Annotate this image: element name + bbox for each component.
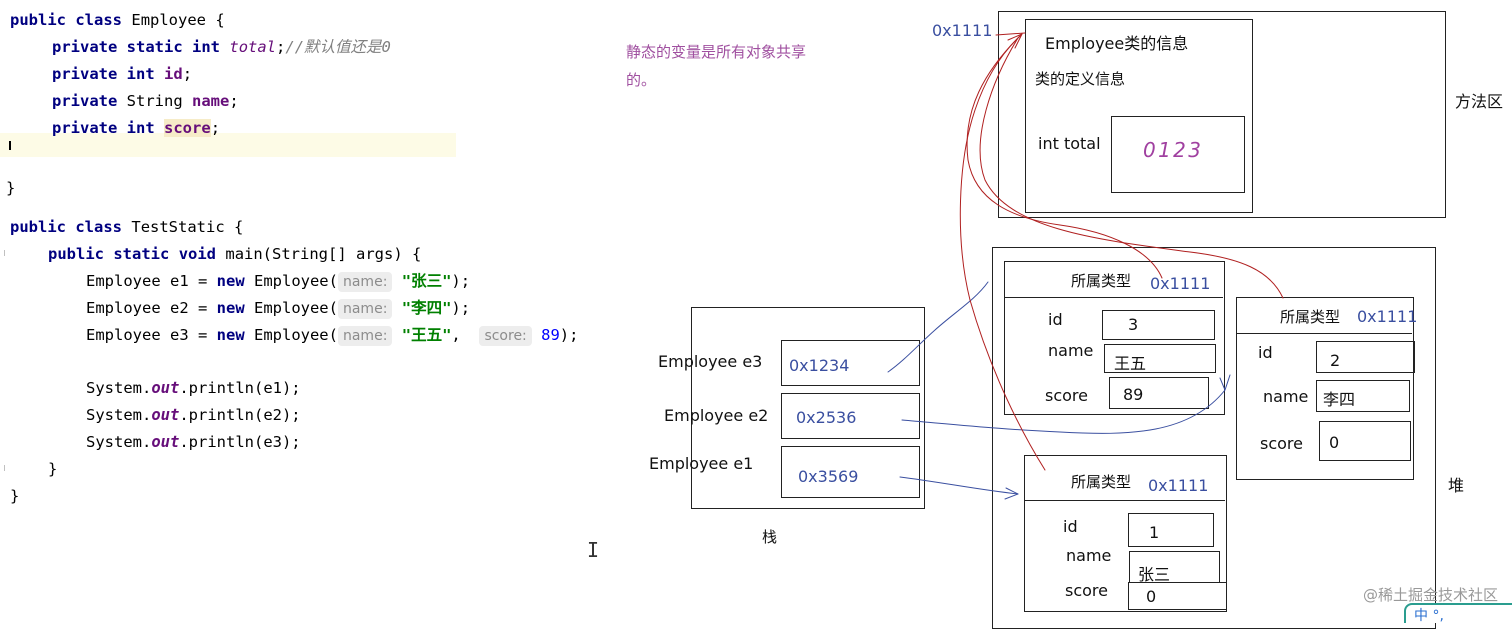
field-total: private static int total;//默认值还是0 xyxy=(52,38,391,56)
field-name: private String name; xyxy=(52,92,239,110)
println-e1: System.out.println(e1); xyxy=(86,379,301,397)
field-name-value: 李四 xyxy=(1323,390,1356,409)
text-caret xyxy=(9,141,11,150)
main-method-close: } xyxy=(48,460,58,478)
field-id-value: 2 xyxy=(1330,351,1341,370)
heap-object-zhangsan xyxy=(1024,455,1227,612)
static-total-cell xyxy=(1111,116,1245,193)
object-type-label: 所属类型 xyxy=(1280,308,1341,326)
text-cursor-icon: I xyxy=(587,538,600,562)
heap-object-wangwu xyxy=(1004,261,1225,415)
field-name-label: name xyxy=(1066,546,1112,565)
code-editor[interactable]: public class Employee { private static i… xyxy=(0,0,600,623)
param-hint: name: xyxy=(337,326,393,346)
arrow-e1-to-zhangsan xyxy=(899,476,1019,495)
field-score-label: score xyxy=(1045,386,1088,405)
field-name-label: name xyxy=(1263,387,1309,406)
field-score-value: 0 xyxy=(1329,433,1340,452)
field-name-label: name xyxy=(1048,341,1094,360)
stack-cell-e1 xyxy=(781,446,920,498)
field-score: private int score; xyxy=(52,119,221,137)
object-type-label: 所属类型 xyxy=(1071,272,1132,290)
arrow-e2-to-lisi xyxy=(901,389,1226,434)
field-score-value: 89 xyxy=(1123,385,1144,404)
field-id-value: 1 xyxy=(1149,523,1160,542)
method-area-box xyxy=(998,11,1446,218)
new-employee-e1: Employee e1 = new Employee(name: "张三"); xyxy=(86,272,471,292)
fold-marker[interactable] xyxy=(4,250,11,256)
field-score-cell xyxy=(1109,377,1209,409)
ime-indicator[interactable]: 中 °, xyxy=(1404,603,1512,624)
field-id-label: id xyxy=(1063,517,1078,536)
field-name-cell xyxy=(1104,344,1216,373)
stack-cell-e3 xyxy=(781,340,920,386)
param-hint: score: xyxy=(479,326,532,346)
object-type-address: 0x1111 xyxy=(1357,307,1418,326)
watermark: @稀土掘金技术社区 xyxy=(1362,586,1498,604)
object-divider xyxy=(1236,333,1412,334)
println-e3: System.out.println(e3); xyxy=(86,433,301,451)
method-area-address: 0x1111 xyxy=(932,21,993,40)
field-id-cell xyxy=(1316,341,1415,373)
param-hint: name: xyxy=(337,299,393,319)
fold-marker[interactable] xyxy=(4,465,11,471)
field-id-cell xyxy=(1128,513,1214,547)
employee-class-close: } xyxy=(6,179,16,197)
stack-var-e2: Employee e2 xyxy=(664,406,769,425)
teststatic-class-close: } xyxy=(10,487,20,505)
heap-label: 堆 xyxy=(1448,476,1465,495)
stack-var-e1: Employee e1 xyxy=(649,454,754,473)
employee-class-decl: public class Employee { xyxy=(10,11,225,29)
current-line-highlight xyxy=(0,133,456,157)
field-id-label: id xyxy=(1048,310,1063,329)
static-note: 静态的变量是所有对象共享的。 xyxy=(626,43,807,89)
static-total-value: 0 1 2 3 xyxy=(1143,138,1201,162)
teststatic-class-decl: public class TestStatic { xyxy=(10,218,244,236)
field-score-label: score xyxy=(1260,434,1303,453)
stack-label: 栈 xyxy=(762,528,778,546)
field-id-cell xyxy=(1102,310,1215,340)
class-info-title: Employee类的信息 xyxy=(1045,34,1189,53)
heap-object-lisi xyxy=(1236,297,1414,480)
new-employee-e3: Employee e3 = new Employee(name: "王五", s… xyxy=(86,326,579,346)
arrow-zhangsan-type xyxy=(959,35,1046,471)
arrow-wangwu-type xyxy=(966,33,1163,279)
field-score-cell xyxy=(1128,582,1227,610)
new-employee-e2: Employee e2 = new Employee(name: "李四"); xyxy=(86,299,471,319)
param-hint: name: xyxy=(337,272,393,292)
field-score-cell xyxy=(1319,421,1411,461)
stack-value-e1: 0x3569 xyxy=(798,467,859,486)
field-name-cell xyxy=(1316,380,1410,412)
class-info-box xyxy=(1025,19,1253,213)
static-total-label: int total xyxy=(1038,134,1101,153)
method-area-label: 方法区 xyxy=(1455,92,1504,111)
field-score-label: score xyxy=(1065,581,1108,600)
field-id: private int id; xyxy=(52,65,193,83)
object-type-label: 所属类型 xyxy=(1071,473,1132,491)
object-divider xyxy=(1004,297,1223,298)
stack-var-e3: Employee e3 xyxy=(658,352,763,371)
stack-value-e2: 0x2536 xyxy=(796,408,857,427)
stack-value-e3: 0x1234 xyxy=(789,356,850,375)
stack-cell-e2 xyxy=(781,393,920,439)
arrow-e3-to-wangwu xyxy=(887,281,989,373)
arrow-lisi-type xyxy=(979,37,1284,299)
class-def-label: 类的定义信息 xyxy=(1035,70,1126,88)
field-name-value: 王五 xyxy=(1114,354,1147,373)
println-e2: System.out.println(e2); xyxy=(86,406,301,424)
stack-box xyxy=(691,307,925,509)
object-divider xyxy=(1024,500,1225,501)
object-type-address: 0x1111 xyxy=(1150,274,1211,293)
field-id-label: id xyxy=(1258,343,1273,362)
field-name-value: 张三 xyxy=(1138,565,1171,584)
field-id-value: 3 xyxy=(1128,315,1139,334)
object-type-address: 0x1111 xyxy=(1148,476,1209,495)
field-score-value: 0 xyxy=(1146,587,1157,606)
main-method-decl: public static void main(String[] args) { xyxy=(48,245,422,263)
